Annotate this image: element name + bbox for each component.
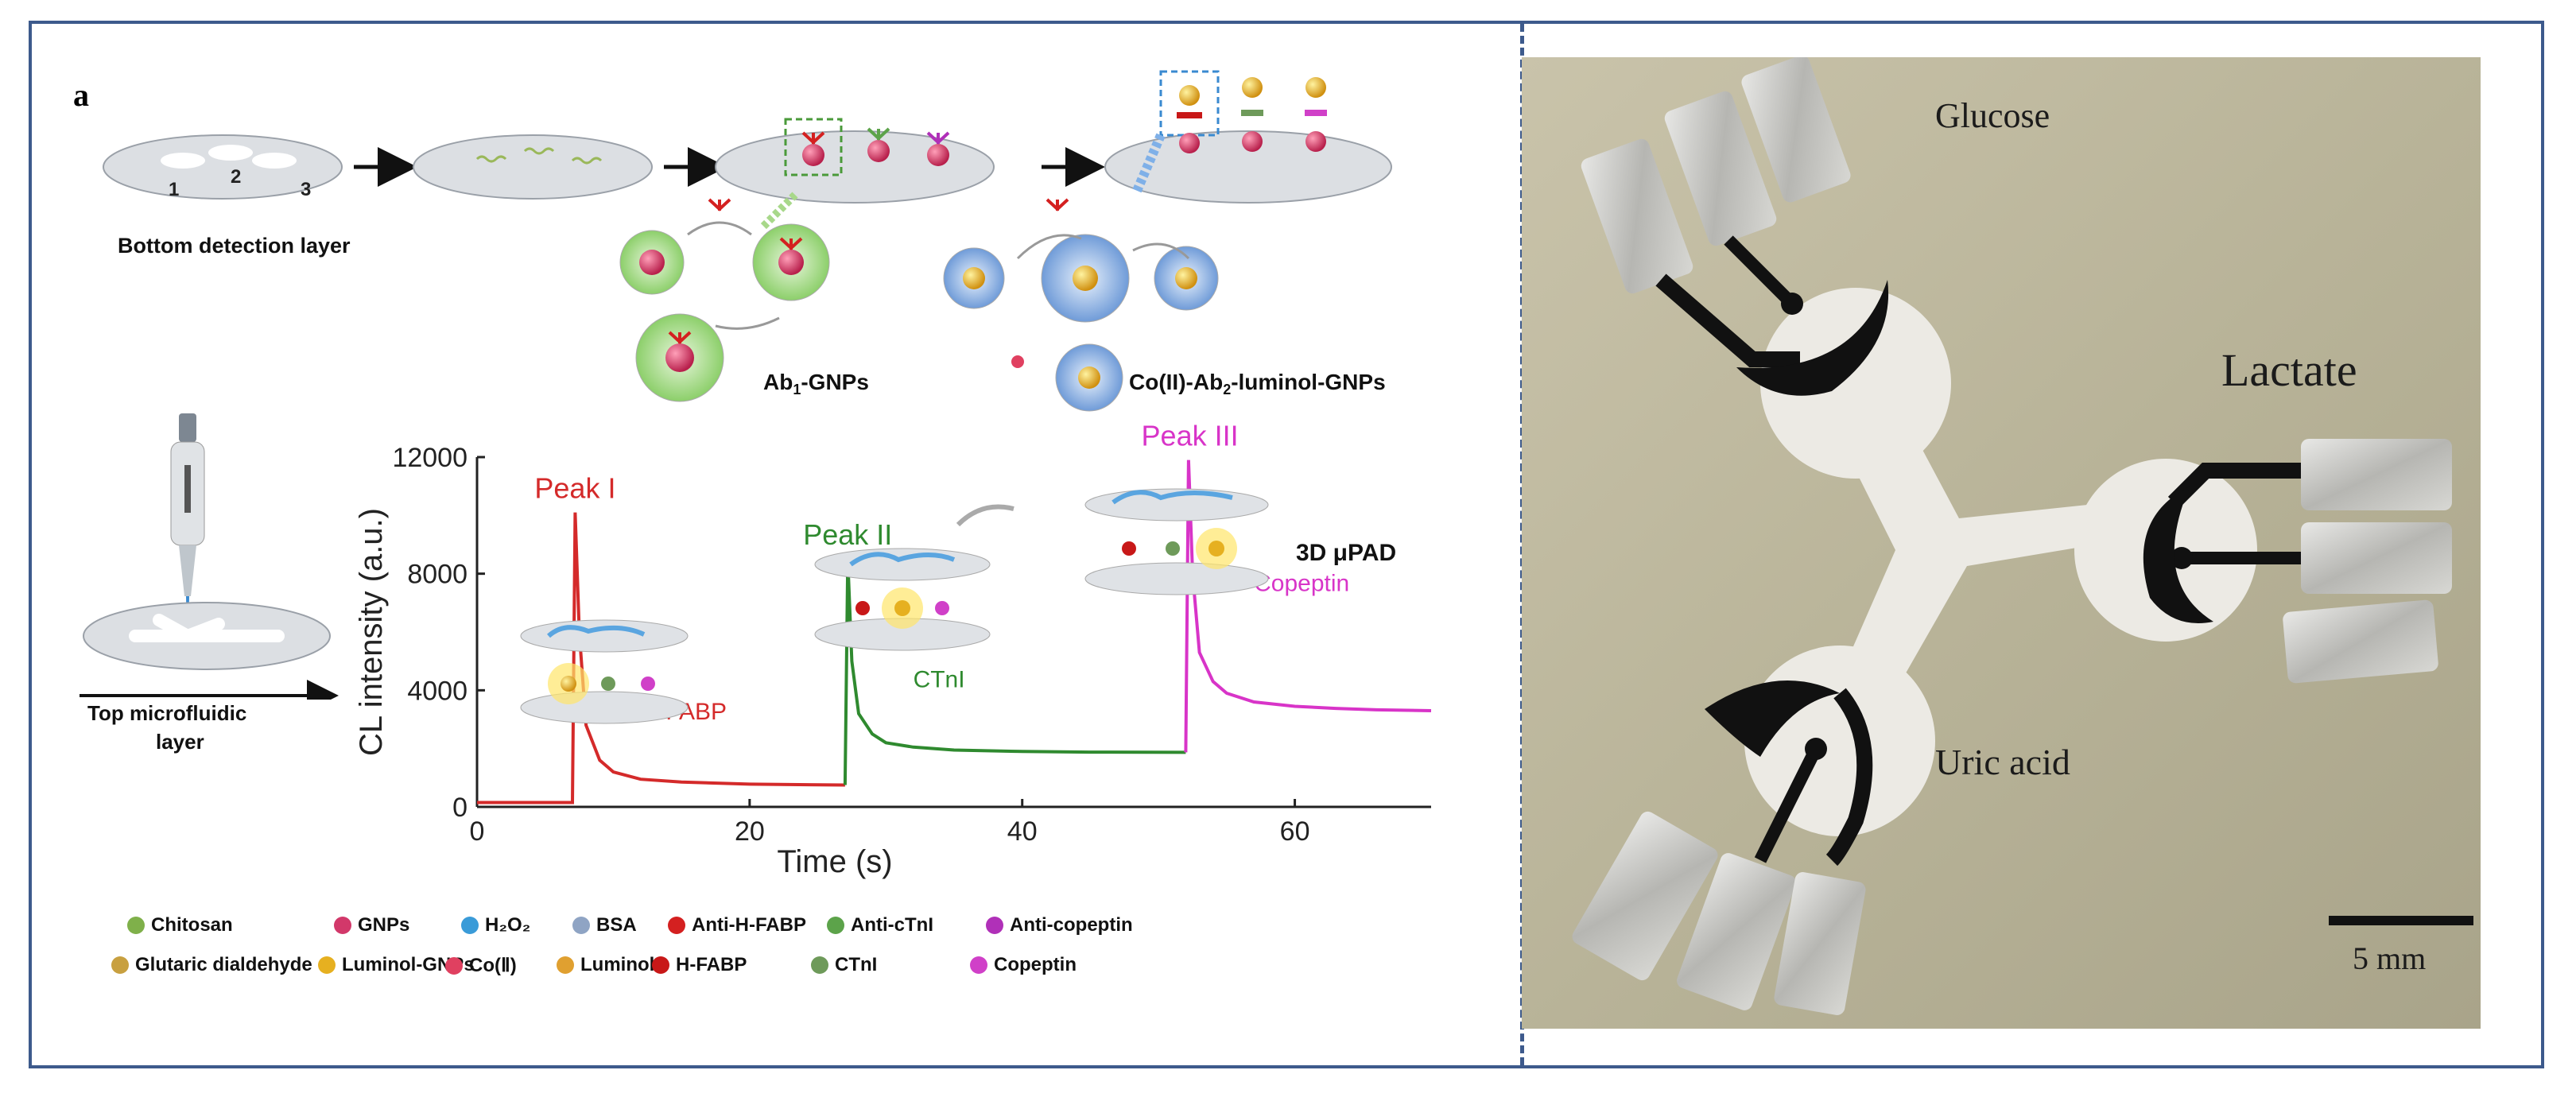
legend-item: Anti-cTnI: [827, 914, 933, 936]
legend-swatch-icon: [111, 956, 129, 974]
annotation-peak-i: Peak I: [534, 471, 615, 504]
scale-bar-label: 5 mm: [2353, 940, 2427, 976]
ab1-disc: [715, 118, 995, 204]
pipette-icon: [170, 413, 205, 636]
y-tick-label: 0: [452, 793, 467, 823]
legend-swatch-icon: [127, 917, 145, 934]
glucose-electrodes: [1581, 57, 1889, 396]
sensor-drawing: [1572, 57, 2452, 1015]
top-layer-schematic: [80, 413, 339, 700]
legend-item: H-FABP: [652, 954, 747, 976]
legend-swatch-icon: [557, 956, 574, 974]
top-layer-label-line1: Top microfluidic: [87, 701, 247, 725]
legend-item: Glutaric dialdehyde: [111, 954, 312, 976]
legend-swatch-icon: [572, 917, 590, 934]
glucose-label: Glucose: [1935, 96, 2050, 135]
legend-item: BSA: [572, 914, 637, 936]
bottom-layer-disc: [103, 134, 343, 200]
x-tick-label: 40: [1007, 816, 1038, 847]
inset-device-3: [1084, 488, 1269, 595]
legend-label: Anti-H-FABP: [692, 914, 806, 936]
legend-item: Anti-copeptin: [986, 914, 1133, 936]
assembled-disc: [1104, 70, 1392, 204]
series-line-h-fabp: [477, 512, 845, 805]
well-number-3: 3: [301, 179, 311, 200]
chart-device-insets: [520, 488, 1269, 724]
lactate-label: Lactate: [2221, 344, 2357, 396]
well-number-2: 2: [231, 166, 241, 188]
legend-swatch-icon: [668, 917, 685, 934]
legend-item: Luminol: [557, 954, 654, 976]
co-ab2-cycle: [943, 198, 1219, 412]
legend-label: Glutaric dialdehyde: [135, 954, 312, 975]
legend-item: CTnI: [811, 954, 877, 976]
annotation-peak-iii: Peak III: [1142, 419, 1239, 452]
bottom-layer-label: Bottom detection layer: [118, 234, 351, 258]
top-layer-label-line2: layer: [156, 730, 204, 754]
annotation-copeptin: Copeptin: [1254, 571, 1349, 597]
ab1-cycle: [619, 198, 830, 402]
legend-swatch-icon: [318, 956, 336, 974]
chitosan-disc: [413, 134, 653, 200]
series-line-copeptin: [1184, 459, 1432, 753]
x-axis-label: Time (s): [777, 844, 892, 879]
lactate-electrodes: [2143, 439, 2452, 684]
legend-swatch-icon: [461, 917, 479, 934]
legend-label: Copeptin: [994, 954, 1077, 975]
legend-label: Anti-cTnI: [851, 914, 933, 936]
legend-label: Luminol: [580, 954, 655, 975]
panel-a-letter: a: [73, 77, 89, 113]
legend-swatch-icon: [970, 956, 987, 974]
legend-item: H₂O₂: [461, 914, 530, 936]
legend: Chitosan GNPs H₂O₂ BSA Anti-H-FABP Anti-cTnI A…: [111, 914, 1447, 1010]
y-tick-label: 8000: [407, 560, 467, 590]
y-tick-label: 12000: [392, 443, 467, 473]
x-tick-label: 60: [1280, 816, 1310, 847]
legend-label: CTnI: [835, 954, 878, 975]
legend-swatch-icon: [827, 917, 844, 934]
legend-label: Anti-copeptin: [1010, 914, 1133, 936]
well-number-1: 1: [169, 179, 179, 200]
legend-swatch-icon: [811, 956, 828, 974]
legend-swatch-icon: [986, 917, 1003, 934]
uric-acid-label: Uric acid: [1935, 742, 2070, 782]
assembly-schematic: 1 2 3 Bottom detection layer: [103, 70, 1392, 412]
legend-label: BSA: [596, 914, 637, 936]
legend-item: Copeptin: [970, 954, 1077, 976]
legend-label: Co(Ⅱ): [469, 955, 517, 976]
legend-item: Co(Ⅱ): [445, 954, 517, 977]
legend-label: H-FABP: [676, 954, 747, 975]
legend-item: GNPs: [334, 914, 409, 936]
y-tick-label: 4000: [407, 676, 467, 706]
y-axis-label: CL intensity (a.u.): [354, 508, 389, 756]
legend-item: Anti-H-FABP: [668, 914, 806, 936]
legend-label: GNPs: [358, 914, 410, 936]
co-ab2-label: Co(II)-Ab2-luminol-GNPs: [1129, 370, 1386, 397]
inset-device-2: [814, 504, 1014, 651]
sensor-photo: Glucose Lactate Uric acid 5 mm: [1522, 57, 2481, 1029]
uric-acid-electrodes: [1572, 680, 1873, 1015]
annotation-ctni: CTnI: [914, 667, 965, 693]
x-tick-label: 20: [735, 816, 765, 847]
inset-device-1: [520, 619, 689, 724]
x-tick-label: 0: [470, 816, 485, 847]
legend-swatch-icon: [652, 956, 669, 974]
annotation-peak-ii: Peak II: [803, 518, 892, 551]
device-label: 3D μPAD: [1296, 540, 1396, 566]
legend-swatch-icon: [334, 917, 351, 934]
legend-label: H₂O₂: [485, 914, 531, 936]
legend-item: Chitosan: [127, 914, 233, 936]
legend-swatch-icon: [445, 956, 463, 975]
legend-label: Chitosan: [151, 914, 233, 936]
scale-bar: [2329, 916, 2473, 925]
ab1-gnps-label: Ab1-GNPs: [763, 370, 869, 397]
